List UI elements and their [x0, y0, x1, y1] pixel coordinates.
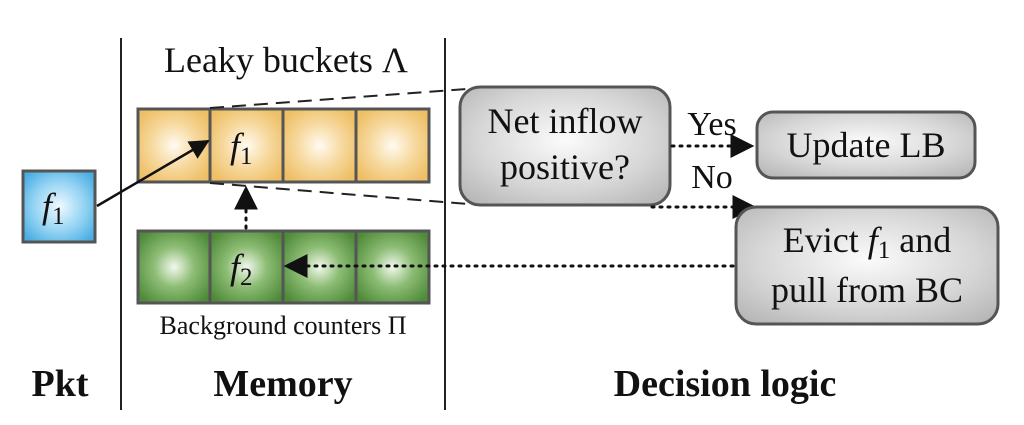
- yes-label: Yes: [687, 106, 736, 143]
- background-counters-row: [136, 229, 431, 305]
- background-counters-title: Background counters Π: [160, 311, 407, 340]
- packet-box: [21, 169, 97, 244]
- section-label-memory: Memory: [213, 363, 352, 405]
- no-label: No: [691, 159, 733, 196]
- update-lb-box: [755, 110, 977, 180]
- decision-question-box: [458, 85, 672, 207]
- lb-cell-4: [354, 107, 431, 184]
- evict-box: [734, 205, 1000, 326]
- section-label-pkt: Pkt: [32, 363, 89, 405]
- packet-arrow: [96, 139, 210, 208]
- zoom-line-bottom: [209, 182, 481, 206]
- lb-cell-3: [281, 107, 358, 184]
- bc-cell-flow-label: f2: [230, 247, 253, 291]
- evict-line1: Evict f1 and: [783, 220, 951, 264]
- section-label-decision: Decision logic: [614, 363, 837, 405]
- leaky-buckets-row: [136, 107, 431, 184]
- update-lb-label: Update LB: [787, 125, 946, 165]
- bc-cell-1: [136, 229, 212, 305]
- leaky-buckets-title: Leaky buckets Λ: [164, 40, 408, 80]
- evict-line2: pull from BC: [771, 270, 963, 310]
- decision-question-line2: positive?: [500, 147, 630, 187]
- decision-question-line1: Net inflow: [488, 101, 643, 141]
- zoom-line-top: [209, 87, 481, 109]
